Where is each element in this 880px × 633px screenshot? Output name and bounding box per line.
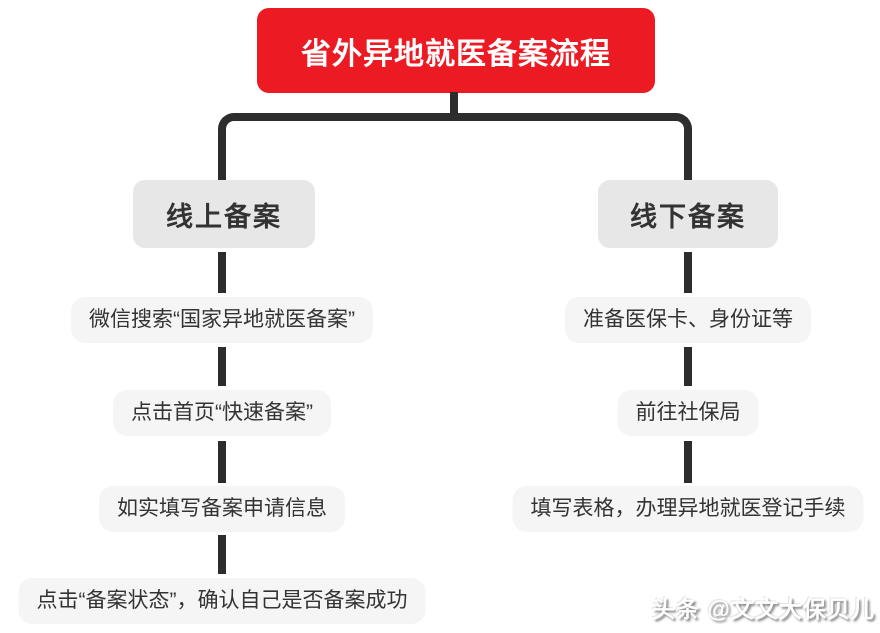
step-node-online-4: 点击“备案状态”，确认自己是否备案成功 bbox=[18, 578, 426, 624]
watermark-text: 头条 @文文大保贝儿 bbox=[652, 596, 875, 622]
step-node-offline-1: 准备医保卡、身份证等 bbox=[565, 297, 811, 343]
branch-node-online: 线上备案 bbox=[133, 180, 315, 248]
connector-online-1 bbox=[218, 252, 226, 293]
branch-node-offline: 线下备案 bbox=[598, 180, 778, 248]
step-node-online-3: 如实填写备案申请信息 bbox=[99, 486, 345, 532]
connector-offline-1 bbox=[684, 252, 692, 293]
connector-online-3 bbox=[218, 441, 226, 483]
connector-online-4 bbox=[218, 535, 226, 574]
connector-offline-2 bbox=[684, 347, 692, 386]
branch-online-label: 线上备案 bbox=[166, 201, 282, 232]
step-node-online-2: 点击首页“快速备案” bbox=[113, 390, 331, 436]
branch-offline-label: 线下备案 bbox=[630, 201, 746, 232]
flowchart-title-label: 省外异地就医备案流程 bbox=[301, 37, 611, 71]
step-node-online-1: 微信搜索“国家异地就医备案” bbox=[71, 297, 373, 343]
connector-branch-bracket bbox=[218, 113, 692, 181]
step-node-offline-3: 填写表格，办理异地就医登记手续 bbox=[512, 486, 864, 532]
step-node-offline-2: 前往社保局 bbox=[617, 390, 759, 436]
connector-title-stub bbox=[450, 92, 458, 115]
flowchart-title-node: 省外异地就医备案流程 bbox=[257, 8, 655, 93]
connector-offline-3 bbox=[684, 441, 692, 483]
connector-online-2 bbox=[218, 347, 226, 386]
